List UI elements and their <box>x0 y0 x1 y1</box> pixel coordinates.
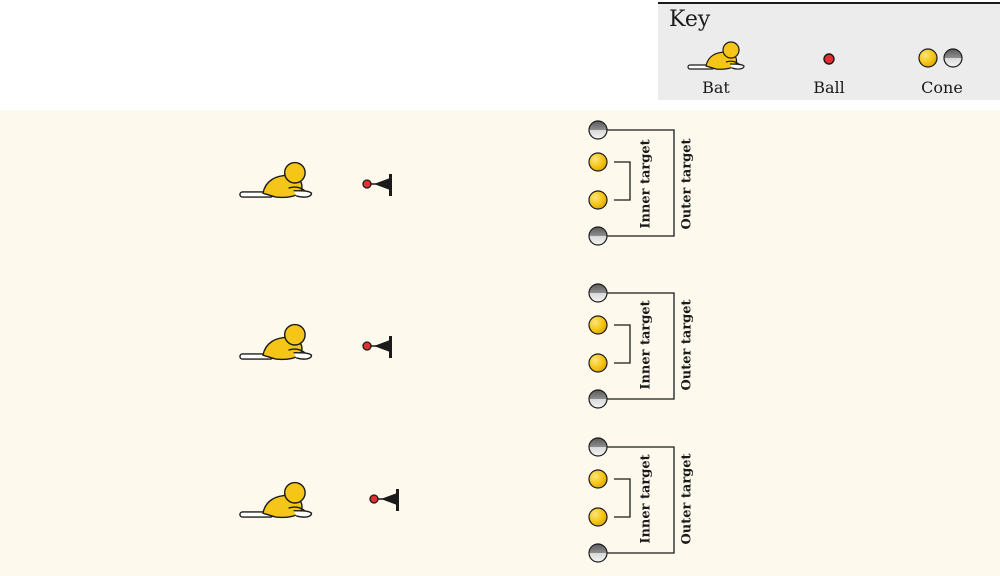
key-label-ball: Ball <box>813 78 845 97</box>
key-panel: Key Bat Ball Cone <box>658 2 1000 100</box>
inner-cone <box>588 152 608 172</box>
inner-cone <box>588 353 608 373</box>
outer-cone <box>588 437 608 457</box>
outer-target-label: Outer target <box>679 138 695 230</box>
batter-icon <box>239 161 313 199</box>
target-cones <box>588 437 675 563</box>
key-label-bat: Bat <box>702 78 730 97</box>
key-label-cone: Cone <box>921 78 963 97</box>
outer-cone <box>588 389 608 409</box>
inner-cone <box>588 315 608 335</box>
ball-on-tee-icon <box>362 336 392 358</box>
inner-cone <box>588 190 608 210</box>
outer-cone <box>588 120 608 140</box>
ball-on-tee-icon <box>369 489 399 511</box>
inner-target-label: Inner target <box>638 300 654 390</box>
outer-cone <box>588 543 608 563</box>
inner-target-label: Inner target <box>638 139 654 229</box>
ball-icon <box>823 53 835 65</box>
inner-target-label: Inner target <box>638 454 654 544</box>
outer-cone <box>588 226 608 246</box>
cone-pair-icon <box>918 48 963 68</box>
target-cones <box>588 283 675 409</box>
inner-cone <box>588 507 608 527</box>
target-cones <box>588 120 675 246</box>
ball-on-tee-icon <box>362 174 392 196</box>
outer-target-label: Outer target <box>679 453 695 545</box>
playing-field <box>0 110 1000 576</box>
batter-icon <box>687 41 745 70</box>
outer-cone <box>588 283 608 303</box>
batter-icon <box>239 323 313 361</box>
batter-icon <box>239 481 313 519</box>
inner-cone <box>588 469 608 489</box>
key-title: Key <box>669 7 711 32</box>
outer-target-label: Outer target <box>679 299 695 391</box>
